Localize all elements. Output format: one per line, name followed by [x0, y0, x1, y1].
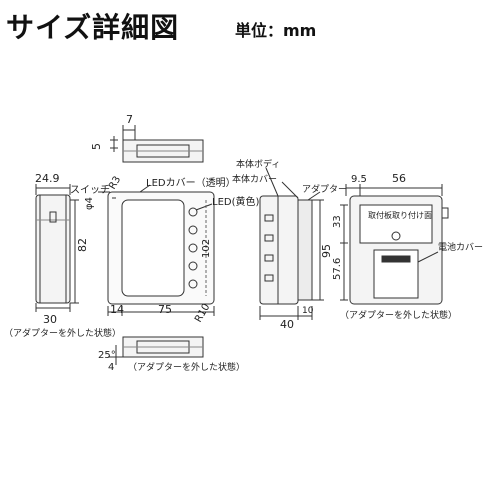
back-view — [340, 184, 449, 305]
dim-back-width: 56 — [392, 172, 406, 185]
left-side-view — [35, 184, 79, 312]
front-view — [98, 184, 215, 316]
switch-label: スイッチ — [70, 184, 110, 196]
unit-label: 単位：mm — [235, 21, 317, 40]
dim-back-height-bottom: 57.6 — [332, 258, 343, 280]
page-title: サイズ詳細図 — [6, 11, 180, 44]
dim-side-bottom-10: 10 — [302, 306, 314, 316]
top-view — [110, 125, 204, 163]
dim-side-width: 40 — [280, 318, 294, 331]
dim-front-bottom-left: 14 — [110, 303, 124, 316]
dim-top-height: 5 — [90, 143, 103, 150]
dim-left-diameter: φ4 — [84, 197, 95, 210]
dim-bottom-length: 4 — [108, 362, 114, 373]
bottom-removed-label: （アダプターを外した状態） — [128, 361, 245, 373]
bottom-view — [108, 336, 204, 365]
dim-top-width: 7 — [126, 113, 133, 126]
body-cover-label: 本体カバー — [232, 173, 277, 185]
right-side-view — [259, 167, 324, 320]
mount-surface-label: 取付板取り付け面 — [368, 210, 432, 220]
dim-left-width-top: 24.9 — [35, 172, 60, 185]
body-body-label: 本体ボディ — [236, 158, 280, 170]
left-removed-label: （アダプターを外した状態） — [4, 327, 121, 339]
dim-front-height-side: 102 — [201, 239, 212, 258]
dim-left-bottom-width: 30 — [43, 313, 57, 326]
dim-left-height: 82 — [76, 238, 89, 252]
dim-front-corner-bottom: R10 — [193, 302, 212, 325]
dim-bottom-angle: 25° — [98, 350, 116, 361]
dim-back-height-top: 33 — [332, 215, 343, 228]
right-removed-label: （アダプターを外した状態） — [340, 309, 457, 321]
adapter-label: アダプター — [302, 183, 347, 195]
dim-back-width-left: 9.5 — [351, 174, 367, 185]
dim-side-height: 95 — [320, 244, 333, 258]
battery-cover-label: 電池カバー — [438, 241, 483, 253]
led-cover-label: LEDカバー（透明） — [146, 177, 236, 189]
dim-front-width: 75 — [158, 303, 172, 316]
led-yellow-label: LED(黄色) — [212, 195, 259, 208]
